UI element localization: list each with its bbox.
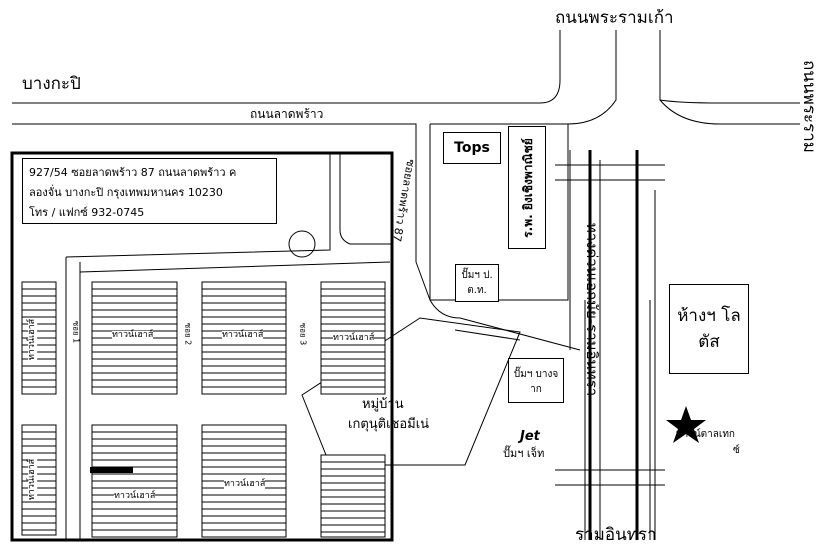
road-bang-kapi-label: บางกะปิ	[22, 74, 81, 94]
townhouse-label: ทาวน์เฮาส์	[112, 330, 154, 340]
address-line-3: โทร / แฟกซ์ 932-0745	[29, 206, 145, 219]
townhouse-label: ทาวน์เฮาส์	[333, 333, 375, 343]
soi-2-label: ซอย 2	[183, 322, 193, 346]
address-line-2: ลองจั่น บางกะปิ กรุงเทพมหานคร 10230	[29, 186, 223, 199]
road-ram-inthra-label: รามอินทรา	[575, 525, 657, 545]
jet-label: ปั๊มฯ เจ็ท	[503, 447, 545, 460]
road-right-edge-label: ถนนพระราม	[798, 60, 819, 153]
hospital-label: ร.พ. ยิงเชิงพาณิชย์	[521, 138, 535, 238]
destination-star-icon	[666, 406, 706, 443]
lotus-box: ห้างฯ โล ตัส	[669, 284, 749, 374]
marker-bar	[90, 467, 133, 473]
townhouse-label: ทาวน์เฮาส์	[114, 491, 156, 501]
destination-label-2: ซ์	[733, 445, 740, 456]
ptt-box: ปั๊มฯ ป. ต.ท.	[455, 264, 499, 302]
ptt-line-1: ปั๊มฯ ป.	[461, 270, 493, 281]
townhouse-label: ทาวน์เฮาส์	[224, 479, 266, 489]
bangchak-line-1: ปั๊มฯ บางจ	[513, 369, 559, 380]
tops-label: Tops	[454, 140, 490, 156]
soi-3-label: ซอย 3	[298, 322, 308, 346]
townhouse-label: ทาวน์เฮาส์	[27, 458, 38, 501]
compound-border	[10, 151, 394, 542]
address-line-1: 927/54 ซอยลาดพร้าว 87 ถนนลาดพร้าว ค	[29, 166, 237, 179]
village-label-2: เกตุนุติเชอมีเน่	[348, 417, 430, 432]
bangchak-line-2: าก	[530, 384, 542, 395]
jet-logo: Jet	[520, 429, 540, 444]
townhouse-block	[21, 424, 57, 536]
lotus-line-1: ห้างฯ โล	[677, 306, 741, 326]
address-box: 927/54 ซอยลาดพร้าว 87 ถนนลาดพร้าว ค ลองจ…	[22, 158, 277, 224]
ptt-line-2: ต.ท.	[467, 285, 487, 296]
bangchak-box: ปั๊มฯ บางจ าก	[508, 358, 564, 403]
village-block	[301, 317, 521, 466]
townhouse-label: ทาวน์เฮาส์	[27, 318, 38, 361]
lotus-line-2: ตัส	[698, 332, 720, 352]
road-lat-phrao-label: ถนนลาดพร้าว	[250, 107, 324, 121]
hospital-box	[508, 126, 546, 249]
road-phra-ram-kao-label: ถนนพระรามเก้า	[555, 8, 674, 28]
townhouse-label: ทาวน์เฮาส์	[222, 330, 264, 340]
lat-phrao-road-south-edge	[12, 123, 417, 262]
destination-label-1: ทาวน์ตาลเทก	[676, 429, 735, 440]
soi-1-label: ซอย 1	[71, 320, 81, 344]
tops-box: Tops	[443, 132, 501, 164]
expressway-label: ทางด่วนเอกมัย-รามอินทรา	[583, 222, 602, 397]
village-label-1: หมู่บ้าน	[362, 397, 404, 412]
lat-phrao-road-north-edge	[12, 30, 561, 104]
